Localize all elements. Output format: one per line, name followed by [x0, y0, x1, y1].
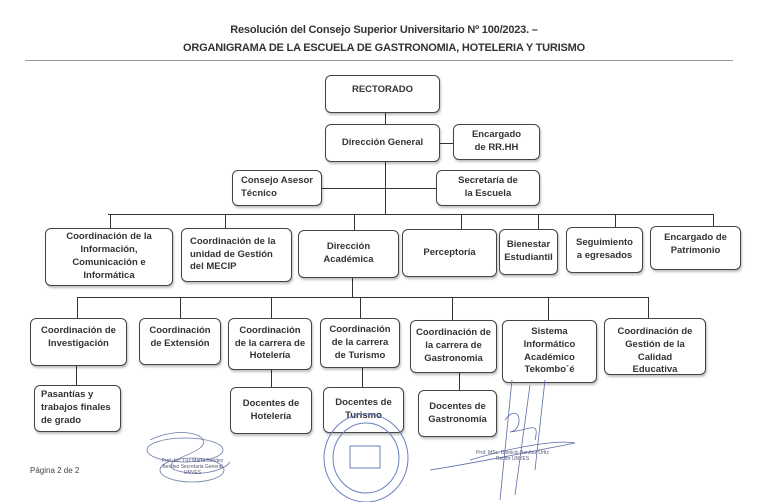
- left-signature-scribble: [146, 432, 231, 483]
- box-coord-gastronomia: Coordinación de la carrera de Gastronomi…: [410, 320, 497, 373]
- box-secretaria: Secretaría de la Escuela: [436, 170, 540, 206]
- box-consejo-asesor: Consejo Asesor Técnico: [232, 170, 322, 206]
- box-seguimiento: Seguimiento a egresados: [566, 227, 643, 273]
- box-docentes-turismo: Docentes de Turismo: [323, 387, 404, 433]
- box-coord-hoteleria: Coordinación de la carrera de Hotelería: [228, 318, 312, 370]
- box-docentes-hoteleria: Docentes de Hotelería: [230, 387, 312, 434]
- box-coord-calidad: Coordinación de Gestión de la Calidad Ed…: [604, 318, 706, 375]
- right-signature-caption: Prof. MSc. Dionicio Benítez Ortiz Rector…: [476, 450, 549, 462]
- box-perceptoria: Perceptoría: [402, 229, 497, 277]
- box-docentes-gastronomia: Docentes de Gastronomía: [418, 390, 497, 437]
- box-rrhh: Encargado de RR.HH: [453, 124, 540, 160]
- box-direccion-academica: Dirección Académica: [298, 230, 399, 278]
- resolution-title: Resolución del Consejo Superior Universi…: [230, 24, 538, 36]
- box-bienestar: Bienestar Estudiantil: [499, 229, 558, 275]
- box-direccion-general: Dirección General: [325, 124, 440, 162]
- box-sistema-tekombo: Sistema Informático Académico Tekombo´é: [502, 320, 597, 383]
- box-coord-investigacion: Coordinación de Investigación: [30, 318, 127, 366]
- organigram-title: ORGANIGRAMA DE LA ESCUELA DE GASTRONOMIA…: [183, 42, 585, 54]
- box-coord-turismo: Coordinación de la carrera de Turismo: [320, 318, 400, 368]
- box-coord-mecip: Coordinación de la unidad de Gestión del…: [181, 228, 292, 282]
- box-rectorado: RECTORADO: [325, 75, 440, 113]
- box-patrimonio: Encargado de Patrimonio: [650, 226, 741, 270]
- box-pasantias: Pasantías y trabajos finales de grado: [34, 385, 121, 432]
- header-divider: [25, 60, 733, 61]
- left-signature-caption: Prof. Lic. Luz María Benítez Benítez Sec…: [161, 458, 224, 476]
- right-signature-scribble: [429, 379, 576, 501]
- box-coord-extension: Coordinación de Extensión: [139, 318, 221, 365]
- page-number: Página 2 de 2: [30, 466, 80, 475]
- box-coord-informacion: Coordinación de la Información, Comunica…: [45, 228, 173, 286]
- official-stamp-icon: [323, 413, 409, 502]
